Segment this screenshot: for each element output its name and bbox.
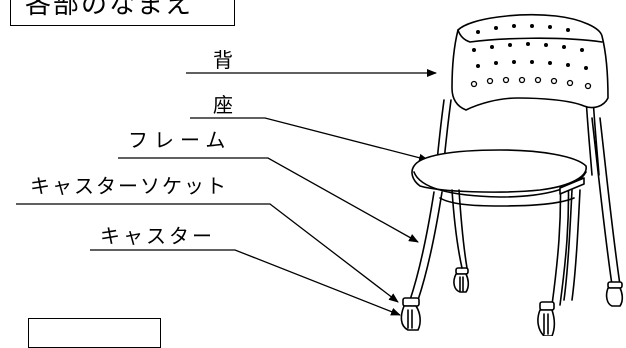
caster-front-right bbox=[537, 301, 556, 336]
title-box: 各部のなまえ bbox=[10, 0, 235, 26]
label-seat: 座 bbox=[213, 93, 233, 117]
leader-caster bbox=[90, 249, 401, 316]
leader-frame bbox=[118, 157, 419, 243]
chair-illustration bbox=[400, 13, 624, 336]
label-back: 背 bbox=[213, 48, 233, 72]
leader-seat bbox=[190, 117, 429, 162]
chair-diagram bbox=[16, 13, 624, 336]
caster-front-left bbox=[400, 297, 421, 331]
page-title: 各部のなまえ bbox=[25, 0, 194, 20]
bottom-box bbox=[28, 318, 161, 348]
label-caster: キャスター bbox=[100, 224, 215, 248]
backrest-holes bbox=[472, 24, 588, 70]
leader-caster-socket bbox=[16, 203, 399, 303]
label-caster-socket: キャスターソケット bbox=[30, 174, 228, 198]
label-frame: フレーム bbox=[128, 128, 232, 152]
caster-back-left bbox=[453, 267, 470, 293]
caster-back-right bbox=[605, 281, 624, 307]
